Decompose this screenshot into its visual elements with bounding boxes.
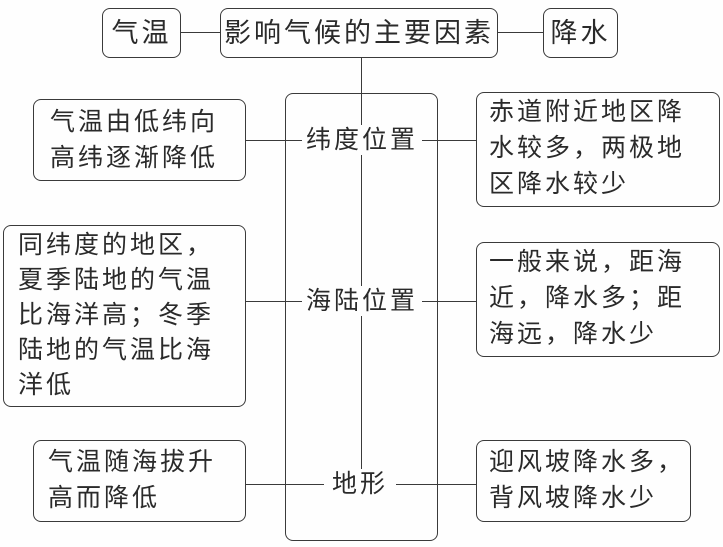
text-line: 背风坡降水少 — [489, 483, 658, 512]
temperature-terrain-box: 气温随海拔升 高而降低 — [33, 440, 246, 522]
factor-label-latitude: 纬度位置 — [302, 125, 423, 155]
text-line: 水较多，两极地 — [489, 133, 686, 162]
factor-label-land-sea: 海陆位置 — [302, 286, 423, 316]
temperature-header-box: 气温 — [102, 8, 181, 58]
text-line: 区降水较少 — [489, 169, 630, 198]
text-line: 高而降低 — [48, 483, 161, 512]
text-line: 气温随海拔升 — [48, 447, 217, 476]
text-line: 同纬度的地区， — [18, 230, 215, 259]
text-line: 陆地的气温比海 — [18, 335, 215, 364]
text-line: 赤道附近地区降 — [489, 97, 686, 126]
text-line: 比海洋高；冬季 — [18, 300, 215, 329]
text-line: 气温由低纬向 — [50, 107, 219, 136]
connector-line — [497, 32, 543, 33]
connector-line — [180, 32, 220, 33]
text-line: 高纬逐渐降低 — [50, 143, 219, 172]
text-line: 洋低 — [18, 370, 75, 399]
factor-label-terrain: 地形 — [324, 469, 397, 499]
connector-line — [361, 57, 362, 472]
main-title: 影响气候的主要因素 — [224, 18, 494, 49]
temperature-land-sea-box: 同纬度的地区， 夏季陆地的气温 比海洋高；冬季 陆地的气温比海 洋低 — [3, 225, 246, 407]
text-line: 海远，降水少 — [489, 319, 658, 348]
text-line: 迎风坡降水多， — [489, 447, 686, 476]
factors-frame — [285, 93, 438, 541]
precipitation-header-box: 降水 — [543, 8, 618, 58]
precipitation-header: 降水 — [550, 18, 611, 49]
precipitation-latitude-box: 赤道附近地区降 水较多，两极地 区降水较少 — [476, 92, 720, 207]
precipitation-land-sea-box: 一般来说，距海 近，降水多；距 海远，降水少 — [476, 242, 720, 357]
temperature-latitude-box: 气温由低纬向 高纬逐渐降低 — [33, 99, 246, 181]
temperature-header: 气温 — [111, 18, 172, 49]
precipitation-terrain-box: 迎风坡降水多， 背风坡降水少 — [476, 440, 691, 522]
main-title-box: 影响气候的主要因素 — [220, 8, 498, 58]
text-line: 一般来说，距海 — [489, 247, 686, 276]
text-line: 近，降水多；距 — [489, 283, 686, 312]
text-line: 夏季陆地的气温 — [18, 265, 215, 294]
